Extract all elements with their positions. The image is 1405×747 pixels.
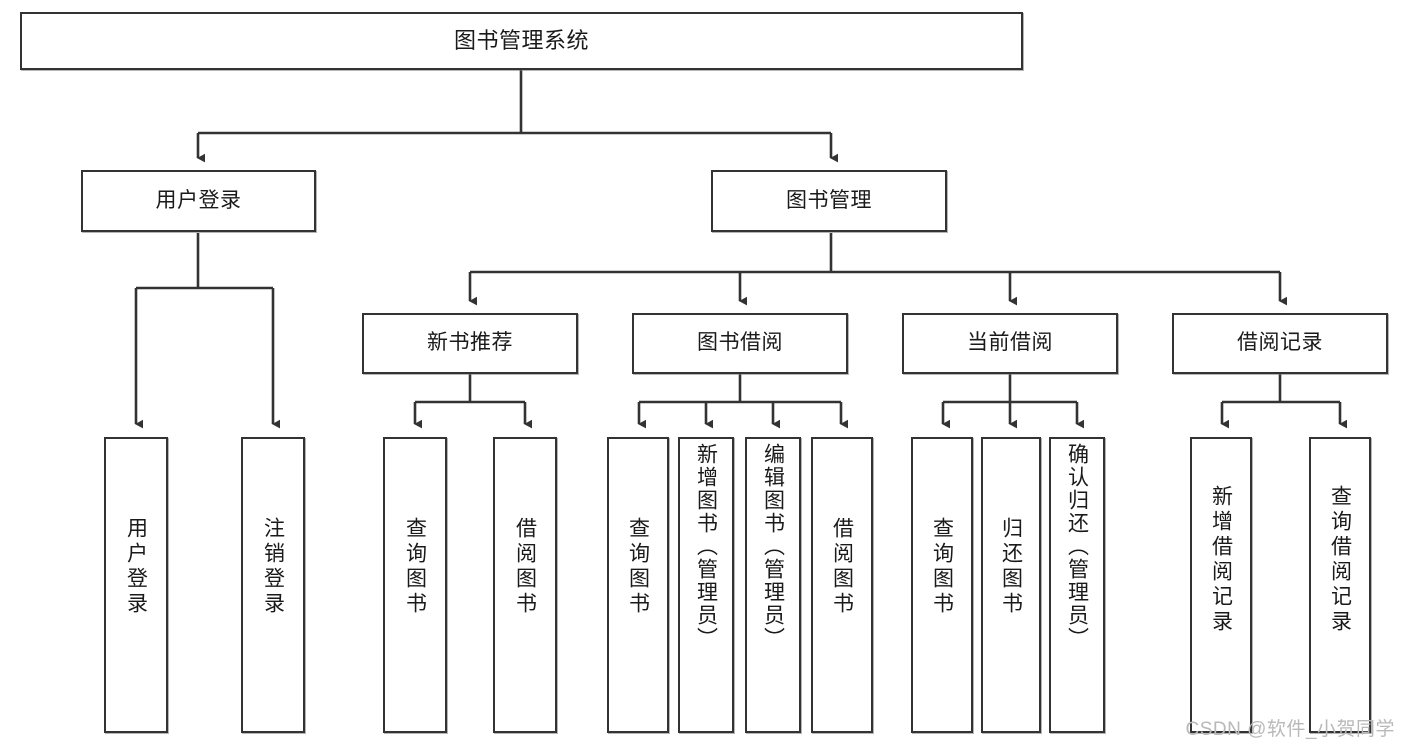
leaf-add-record-label: 新增借阅记录	[1209, 485, 1233, 635]
node-borrow-record[interactable]: 借阅记录	[1172, 313, 1388, 374]
leaf-logout[interactable]: 注销登录	[241, 437, 305, 733]
node-user-login-label: 用户登录	[155, 188, 242, 212]
leaf-user-login-label: 用户登录	[124, 517, 148, 617]
leaf-query-book-3-label: 查询图书	[930, 517, 954, 617]
leaf-add-book-label: 新增图书（管理员）	[694, 443, 718, 650]
leaf-return-book[interactable]: 归还图书	[981, 437, 1041, 733]
node-new-book-rec[interactable]: 新书推荐	[362, 313, 578, 374]
leaf-borrow-book-2-label: 借阅图书	[830, 517, 854, 617]
node-book-borrow-label: 图书借阅	[697, 331, 783, 355]
leaf-borrow-book-1-label: 借阅图书	[513, 517, 537, 617]
leaf-confirm-return-label: 确认归还（管理员）	[1065, 443, 1089, 650]
leaf-query-book-1[interactable]: 查询图书	[383, 437, 447, 733]
leaf-edit-book-label: 编辑图书（管理员）	[761, 443, 785, 650]
node-book-borrow[interactable]: 图书借阅	[632, 313, 848, 374]
node-borrow-record-label: 借阅记录	[1237, 331, 1323, 355]
leaf-query-book-2-label: 查询图书	[626, 517, 650, 617]
leaf-query-record[interactable]: 查询借阅记录	[1309, 437, 1371, 733]
node-root[interactable]: 图书管理系统	[20, 12, 1023, 70]
leaf-query-book-2[interactable]: 查询图书	[607, 437, 669, 733]
leaf-return-book-label: 归还图书	[999, 517, 1023, 617]
leaf-confirm-return[interactable]: 确认归还（管理员）	[1049, 437, 1105, 733]
leaf-query-book-3[interactable]: 查询图书	[911, 437, 973, 733]
leaf-logout-label: 注销登录	[261, 517, 285, 617]
leaf-add-record[interactable]: 新增借阅记录	[1190, 437, 1252, 733]
node-current-borrow[interactable]: 当前借阅	[902, 313, 1118, 374]
leaf-borrow-book-2[interactable]: 借阅图书	[811, 437, 873, 733]
node-root-label: 图书管理系统	[453, 28, 589, 54]
leaf-query-record-label: 查询借阅记录	[1328, 485, 1352, 635]
leaf-borrow-book-1[interactable]: 借阅图书	[493, 437, 557, 733]
node-book-manage-label: 图书管理	[786, 188, 872, 212]
node-book-manage[interactable]: 图书管理	[711, 170, 947, 232]
leaf-user-login[interactable]: 用户登录	[104, 437, 168, 733]
leaf-query-book-1-label: 查询图书	[403, 517, 427, 617]
node-current-borrow-label: 当前借阅	[967, 331, 1053, 355]
csdn-watermark: CSDN @软件_小贺同学	[1185, 719, 1395, 740]
node-user-login[interactable]: 用户登录	[81, 170, 316, 232]
leaf-edit-book[interactable]: 编辑图书（管理员）	[745, 437, 801, 733]
leaf-add-book[interactable]: 新增图书（管理员）	[678, 437, 734, 733]
node-new-book-rec-label: 新书推荐	[427, 331, 513, 355]
